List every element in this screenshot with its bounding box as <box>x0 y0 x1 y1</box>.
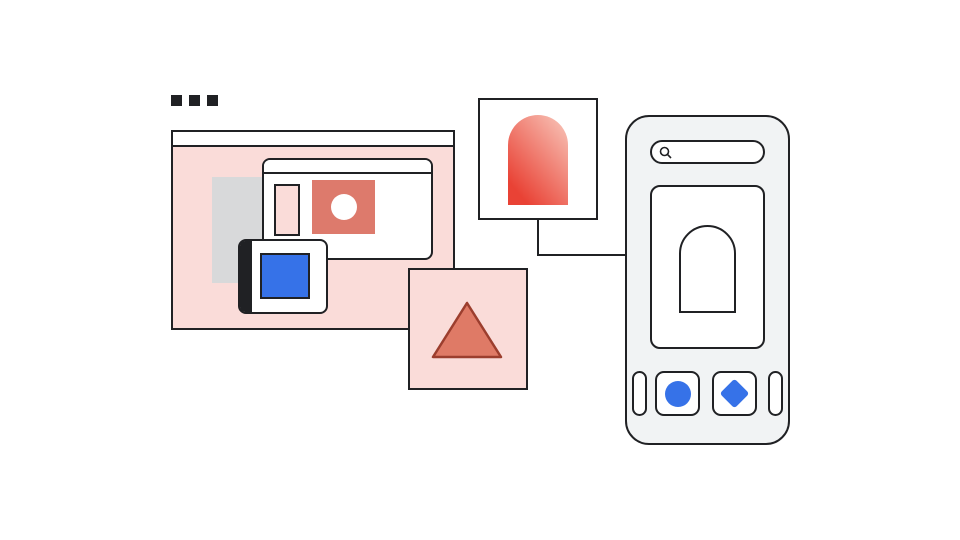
notebook-card <box>238 239 328 314</box>
side-tab-left <box>632 371 647 416</box>
circle-button <box>655 371 700 416</box>
pink-thumbnail <box>274 184 300 236</box>
blue-diamond-icon <box>719 378 750 409</box>
blue-circle-icon <box>664 380 691 407</box>
search-icon <box>659 146 672 159</box>
connector-line-vertical <box>537 220 539 256</box>
door-arch <box>679 225 736 313</box>
phone-search-bar <box>650 140 765 164</box>
diamond-button <box>712 371 757 416</box>
dome-frame <box>478 98 598 220</box>
phone-frame <box>625 115 790 445</box>
media-card-titlebar <box>264 160 431 174</box>
triangle-tile <box>408 268 528 390</box>
image-placeholder <box>312 180 375 234</box>
notebook-spine <box>240 241 252 312</box>
blue-screen <box>260 253 310 299</box>
dome-shape <box>508 115 568 205</box>
connector-line-horizontal <box>537 254 629 256</box>
menu-dot <box>171 95 182 106</box>
browser-window <box>171 130 455 330</box>
menu-dot <box>207 95 218 106</box>
menu-dots-icon <box>171 95 218 106</box>
side-tab-right <box>768 371 783 416</box>
menu-dot <box>189 95 200 106</box>
triangle-icon <box>431 301 503 359</box>
browser-titlebar <box>173 132 453 147</box>
phone-screen-card <box>650 185 765 349</box>
circle-cutout-icon <box>330 194 357 220</box>
